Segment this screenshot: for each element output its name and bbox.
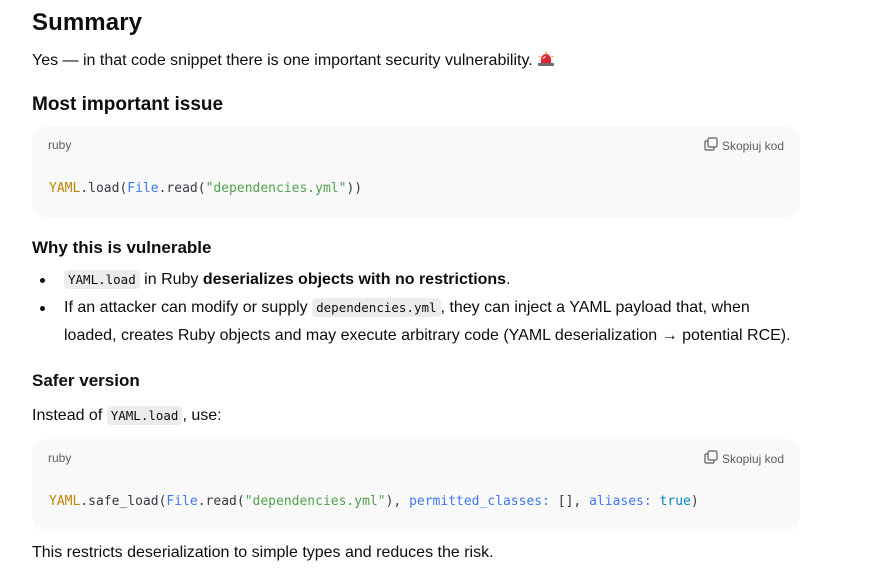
- code-token: )): [346, 181, 363, 196]
- bullet-bold-text: deserializes objects with no restriction…: [202, 271, 507, 288]
- code-language-label: ruby: [48, 138, 72, 152]
- code-line: YAML.load(File.read("dependencies.yml")): [49, 181, 362, 196]
- intro-text: Yes — in that code snippet there is one …: [32, 52, 533, 69]
- bullet-list: YAML.load in Ruby deserializes objects w…: [32, 266, 800, 350]
- copy-code-label: Skopiuj kod: [721, 451, 784, 466]
- most-important-heading: Most important issue: [32, 94, 224, 115]
- code-block-1: ruby Skopiuj kod YAML.load(File.read("de…: [32, 126, 800, 218]
- safer-version-heading: Safer version: [32, 371, 140, 390]
- code-token: permitted_classes:: [409, 494, 550, 509]
- code-token: .safe_load(: [80, 494, 167, 509]
- code-token: true: [659, 494, 691, 509]
- code-block-2: ruby Skopiuj kod YAML.safe_load(File.rea…: [32, 439, 800, 531]
- code-token: YAML: [49, 181, 81, 196]
- copy-code-label: Skopiuj kod: [721, 138, 784, 153]
- code-token: aliases:: [589, 494, 652, 509]
- copy-icon: [704, 137, 718, 154]
- copy-code-button[interactable]: Skopiuj kod: [704, 450, 784, 467]
- why-heading: Why this is vulnerable: [32, 238, 212, 257]
- intro-paragraph: Yes — in that code snippet there is one …: [32, 51, 555, 72]
- code-token: "dependencies.yml": [244, 494, 386, 509]
- code-token: "dependencies.yml": [205, 181, 347, 196]
- copy-code-button[interactable]: Skopiuj kod: [704, 137, 784, 154]
- bullet-text: , they can inject a YAML payload that, w…: [64, 299, 791, 344]
- inline-code: YAML.load: [64, 270, 140, 289]
- code-token: ),: [385, 494, 410, 509]
- code-language-label: ruby: [48, 451, 72, 465]
- summary-heading: Summary: [32, 9, 143, 36]
- code-token: YAML: [49, 494, 81, 509]
- code-token: [652, 494, 660, 509]
- bullet-text: If an attacker can modify or supply: [64, 299, 313, 316]
- code-token: .load(: [80, 181, 128, 196]
- code-token: File: [127, 181, 159, 196]
- instead-paragraph: Instead of YAML.load, use:: [32, 406, 222, 425]
- code-token: .read(: [197, 494, 245, 509]
- bullet-text: .: [506, 271, 511, 288]
- code-token: ): [690, 494, 699, 509]
- bullet-text: in Ruby: [139, 271, 203, 288]
- closing-paragraph: This restricts deserialization to simple…: [32, 544, 494, 561]
- inline-code: YAML.load: [106, 406, 183, 425]
- list-item: YAML.load in Ruby deserializes objects w…: [32, 266, 800, 294]
- inline-code: dependencies.yml: [312, 298, 441, 317]
- code-token: .read(: [158, 181, 206, 196]
- code-line: YAML.safe_load(File.read("dependencies.y…: [49, 494, 699, 509]
- instead-text: , use:: [182, 407, 222, 424]
- list-item: If an attacker can modify or supply depe…: [32, 294, 800, 350]
- instead-text: Instead of: [32, 407, 107, 424]
- copy-icon: [704, 450, 718, 467]
- code-token: File: [166, 494, 198, 509]
- code-token: [],: [549, 494, 590, 509]
- rotating-light-icon: [537, 51, 555, 72]
